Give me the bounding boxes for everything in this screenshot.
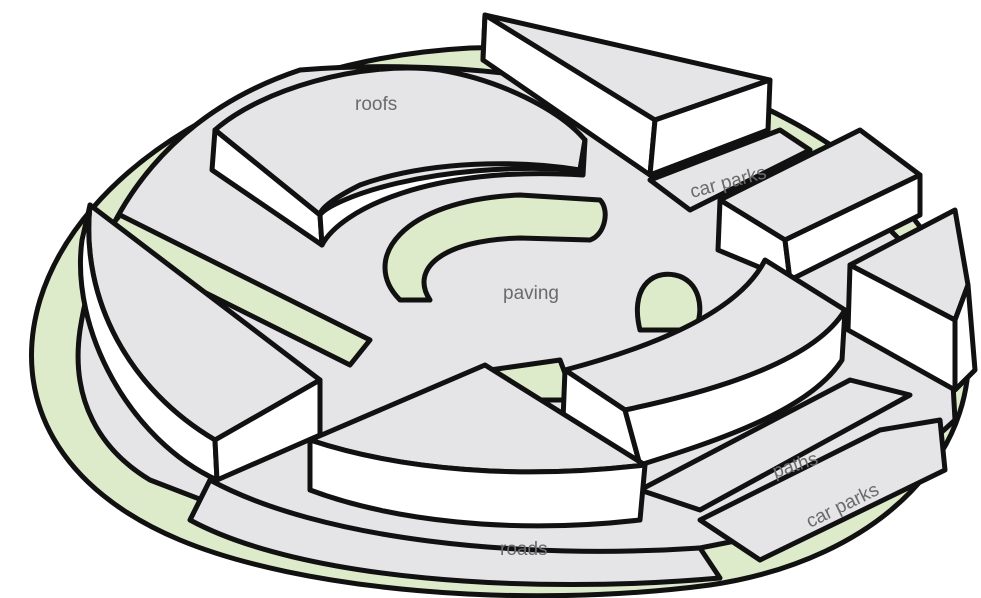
label-roofs: roofs [355, 94, 397, 115]
label-paving: paving [503, 283, 559, 304]
label-roads: roads [500, 539, 548, 560]
green-planter-small [637, 274, 699, 330]
